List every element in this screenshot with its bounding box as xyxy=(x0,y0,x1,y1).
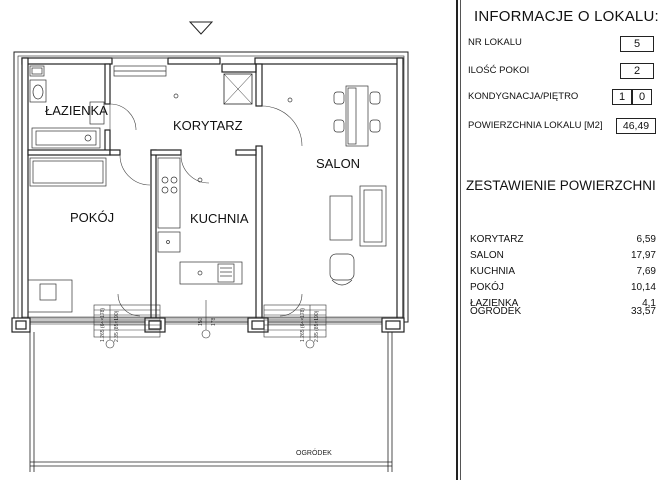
stair-right-dim-b: 2.35 (85×190) xyxy=(314,310,320,342)
summary-value: 6,59 xyxy=(636,234,656,245)
summary-name: KORYTARZ xyxy=(470,234,524,245)
summary-name: SALON xyxy=(470,250,504,261)
corridor-fixtures xyxy=(113,65,293,183)
outer-walls xyxy=(13,51,409,323)
garden-label: OGRÓDEK xyxy=(296,448,332,457)
nr-lokalu-value: 5 xyxy=(620,36,654,52)
summary-value: 10,14 xyxy=(630,282,656,293)
stairs-left xyxy=(93,304,161,349)
garden-outline xyxy=(29,332,393,472)
kondygnacja-label: KONDYGNACJA/PIĘTRO xyxy=(468,91,579,102)
floor-plan: ŁAZIENKA KORYTARZ SALON POKÓJ KUCHNIA 1.… xyxy=(11,21,409,472)
summary-value: 7,69 xyxy=(636,266,656,277)
balcony-window-line xyxy=(22,316,403,325)
nr-lokalu-label: NR LOKALU xyxy=(468,37,522,48)
room-label-salon: SALON xyxy=(316,156,360,171)
stair-left-dim-b: 2.35 (85×190) xyxy=(114,310,120,342)
door-swings xyxy=(109,57,303,317)
room-label-kuchnia: KUCHNIA xyxy=(190,211,249,226)
kondygnacja-value: 1 xyxy=(612,89,632,105)
summary-name: KUCHNIA xyxy=(470,266,516,277)
summary-value: 4,1 xyxy=(642,298,656,309)
stairs-middle xyxy=(201,300,211,339)
summary-title: ZESTAWIENIE POWIERZCHNI xyxy=(466,178,656,193)
bathroom-fixtures xyxy=(29,65,105,149)
stair-mid-dim-a: 150 xyxy=(198,317,204,326)
summary-name: POKÓJ xyxy=(470,282,504,293)
ilosc-pokoi-value: 2 xyxy=(620,63,654,79)
stair-left-dim-a: 1.265 (64×178) xyxy=(100,308,106,342)
bedroom-furniture xyxy=(27,157,107,313)
stair-mid-dim-b: 178 xyxy=(211,317,217,326)
info-panel: INFORMACJE O LOKALU: NR LOKALU 5 ILOŚĆ P… xyxy=(462,0,662,480)
powierzchnia-label: POWIERZCHNIA LOKALU [M2] xyxy=(468,120,603,131)
room-label-lazienka: ŁAZIENKA xyxy=(45,103,108,118)
kitchen-fixtures xyxy=(157,157,243,285)
stairs-right xyxy=(263,304,327,349)
powierzchnia-value: 46,49 xyxy=(616,118,656,134)
panel-divider-inner xyxy=(460,0,461,480)
summary-name: OGRÓDEK xyxy=(470,306,522,317)
summary-value: 17,97 xyxy=(630,250,656,261)
living-room-furniture xyxy=(329,85,387,286)
pietro-value: 0 xyxy=(632,89,652,105)
entrance-marker-icon xyxy=(188,21,214,35)
room-label-korytarz: KORYTARZ xyxy=(173,118,243,133)
summary-value: 33,57 xyxy=(630,306,656,317)
panel-divider xyxy=(456,0,458,480)
info-title: INFORMACJE O LOKALU: xyxy=(474,8,659,25)
summary-name: ŁAZIENKA xyxy=(470,298,519,309)
stair-right-dim-a: 1.265 (64×178) xyxy=(300,308,306,342)
ilosc-pokoi-label: ILOŚĆ POKOI xyxy=(468,65,530,76)
room-label-pokoj: POKÓJ xyxy=(70,210,114,225)
